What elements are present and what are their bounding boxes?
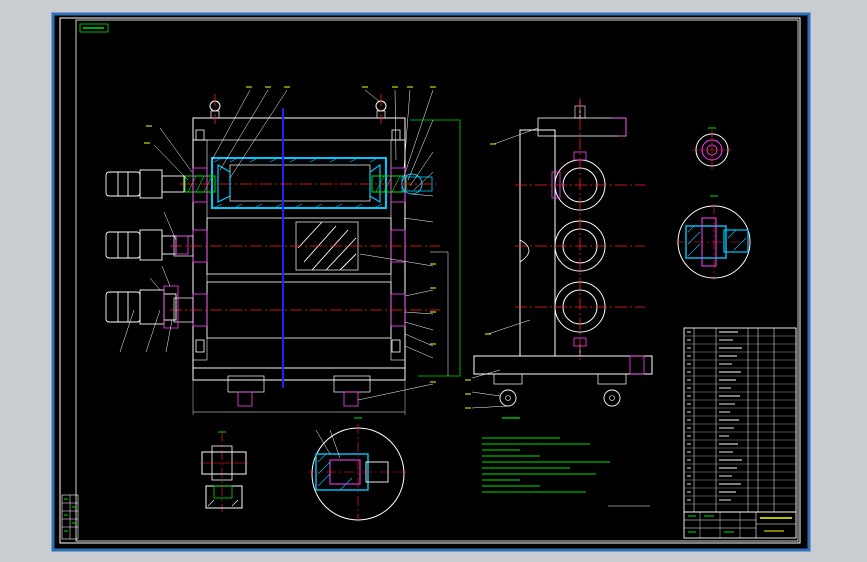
detail-shaft-end (200, 431, 248, 512)
front-view (105, 86, 461, 415)
title-block (683, 511, 797, 539)
drawing-frame (75, 19, 799, 542)
technical-notes (482, 417, 650, 507)
detail-section-a (308, 417, 406, 522)
stamp-box (79, 23, 109, 33)
detail-section-b (676, 195, 752, 280)
sheet-border (59, 17, 801, 544)
revision-block (61, 494, 79, 540)
detail-ring (692, 127, 732, 170)
model-space-frame (51, 12, 811, 552)
parts-list (683, 327, 797, 513)
side-view (465, 98, 653, 409)
